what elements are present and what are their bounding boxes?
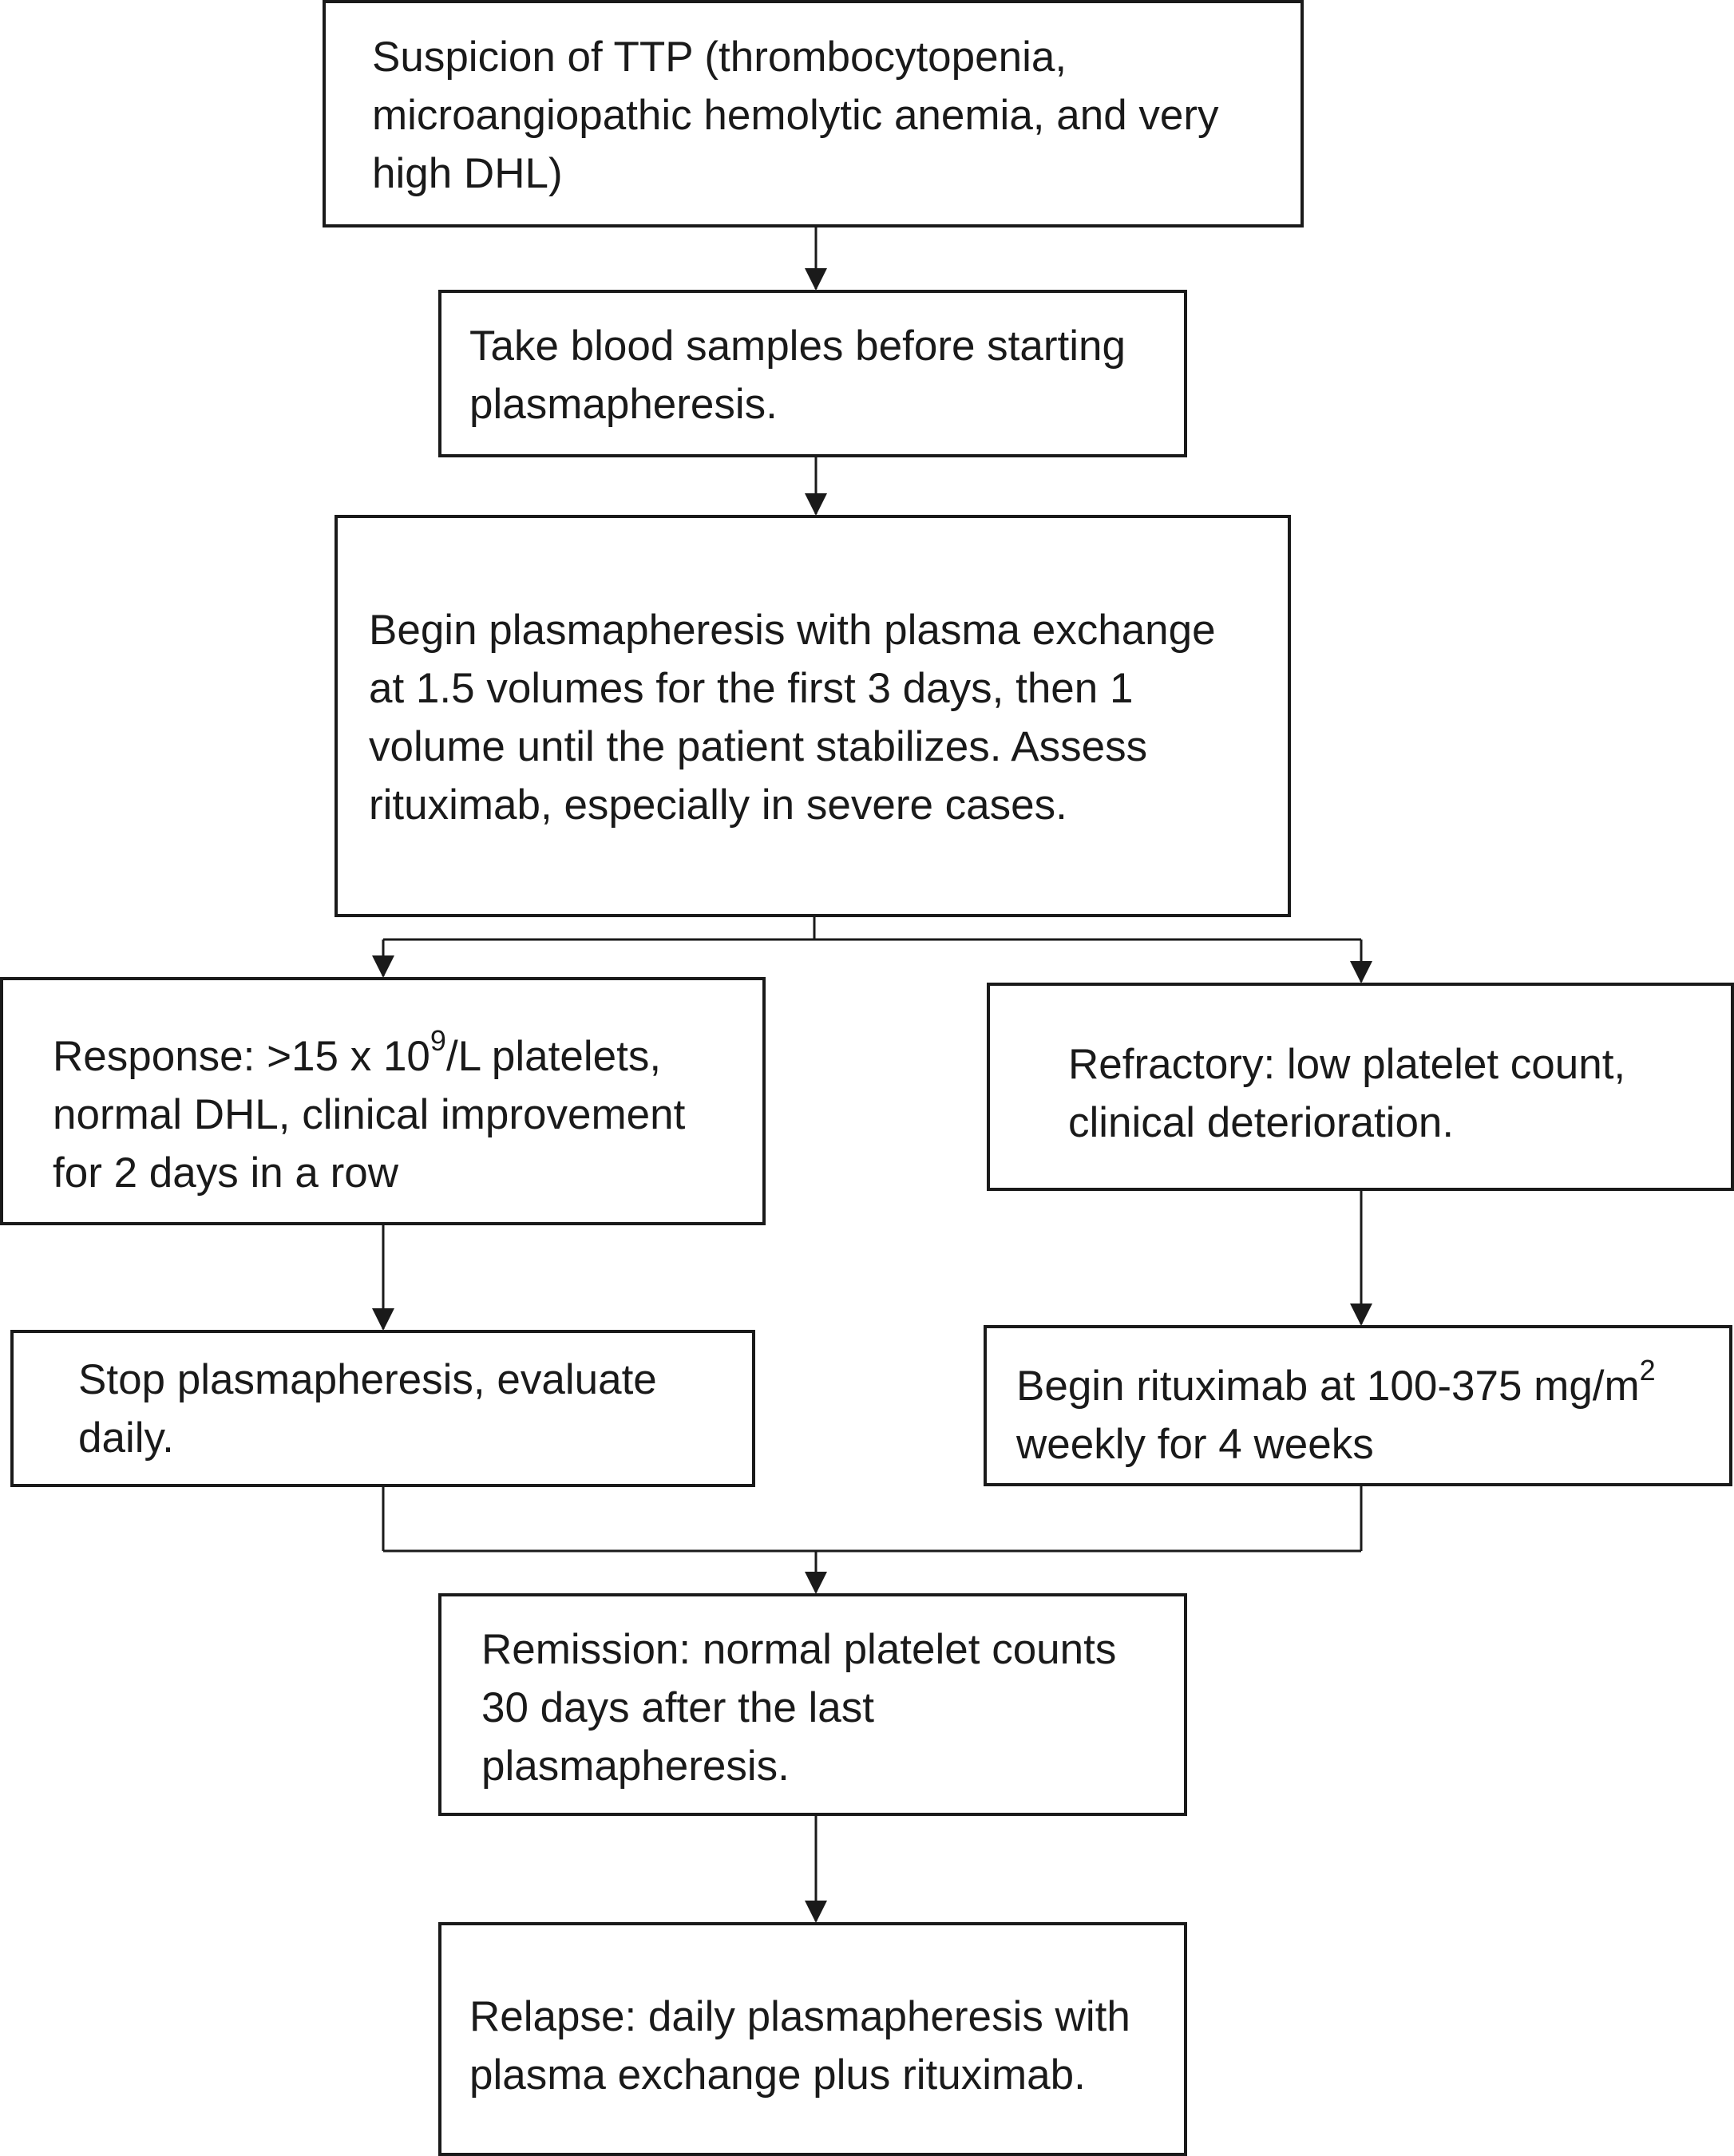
relapse-box: Relapse: daily plasmapheresis with plasm… — [438, 1922, 1187, 2156]
begin-line-1: Begin plasmapheresis with plasma exchang… — [369, 607, 1216, 654]
begin-line-2: at 1.5 volumes for the first 3 days, the… — [369, 665, 1134, 712]
relapse-line-2: plasma exchange plus rituximab. — [469, 2051, 1086, 2099]
stop-line-1: Stop plasmapheresis, evaluate — [78, 1356, 657, 1403]
response-line-2: normal DHL, clinical improvement — [53, 1091, 686, 1138]
suspicion-line-1: Suspicion of TTP (thrombocytopenia, — [372, 34, 1067, 81]
response-box: Response: >15 x 109/L platelets, normal … — [0, 977, 766, 1225]
suspicion-line-3: high DHL) — [372, 150, 563, 197]
arrowhead — [805, 1572, 827, 1594]
stop-plasmapheresis-box: Stop plasmapheresis, evaluate daily. — [10, 1330, 755, 1487]
blood-samples-box: Take blood samples before starting plasm… — [438, 290, 1187, 457]
begin-rituximab-box: Begin rituximab at 100-375 mg/m2 weekly … — [984, 1325, 1732, 1486]
arrowhead — [372, 1308, 394, 1331]
samples-line-1: Take blood samples before starting — [469, 322, 1126, 370]
suspicion-box: Suspicion of TTP (thrombocytopenia, micr… — [323, 0, 1304, 227]
refractory-box: Refractory: low platelet count, clinical… — [987, 983, 1734, 1191]
remission-line-1: Remission: normal platelet counts — [481, 1626, 1117, 1673]
remission-line-3: plasmapheresis. — [481, 1743, 790, 1790]
begin-plasmapheresis-box: Begin plasmapheresis with plasma exchang… — [335, 515, 1291, 917]
remission-box: Remission: normal platelet counts 30 day… — [438, 1593, 1187, 1816]
response-line-1-text: Response: >15 x 10 — [53, 1033, 430, 1080]
response-line-3: for 2 days in a row — [53, 1149, 399, 1197]
remission-line-2: 30 days after the last — [481, 1684, 875, 1731]
arrowhead — [1350, 1303, 1372, 1326]
arrowhead — [805, 493, 827, 516]
refractory-line-1: Refractory: low platelet count, — [1068, 1041, 1626, 1088]
arrowhead — [805, 268, 827, 291]
rituximab-exponent: 2 — [1639, 1354, 1656, 1387]
refractory-line-2: clinical deterioration. — [1068, 1099, 1455, 1146]
rituximab-line-2: weekly for 4 weeks — [1016, 1421, 1374, 1468]
response-line-1: Response: >15 x 109/L platelets, — [53, 1027, 685, 1086]
arrowhead — [805, 1901, 827, 1923]
begin-line-3: volume until the patient stabilizes. Ass… — [369, 723, 1148, 770]
begin-line-4: rituximab, especially in severe cases. — [369, 781, 1067, 829]
arrowhead — [372, 955, 394, 978]
stop-line-2: daily. — [78, 1414, 174, 1462]
response-line-1-unit: /L platelets, — [445, 1033, 662, 1080]
arrowhead — [1350, 961, 1372, 983]
rituximab-line-1-text: Begin rituximab at 100-375 mg/m — [1016, 1363, 1640, 1410]
suspicion-line-2: microangiopathic hemolytic anemia, and v… — [372, 92, 1219, 139]
samples-line-2: plasmapheresis. — [469, 381, 778, 428]
relapse-line-1: Relapse: daily plasmapheresis with — [469, 1993, 1130, 2040]
response-exponent: 9 — [430, 1024, 446, 1058]
rituximab-line-1: Begin rituximab at 100-375 mg/m2 — [1016, 1354, 1656, 1415]
